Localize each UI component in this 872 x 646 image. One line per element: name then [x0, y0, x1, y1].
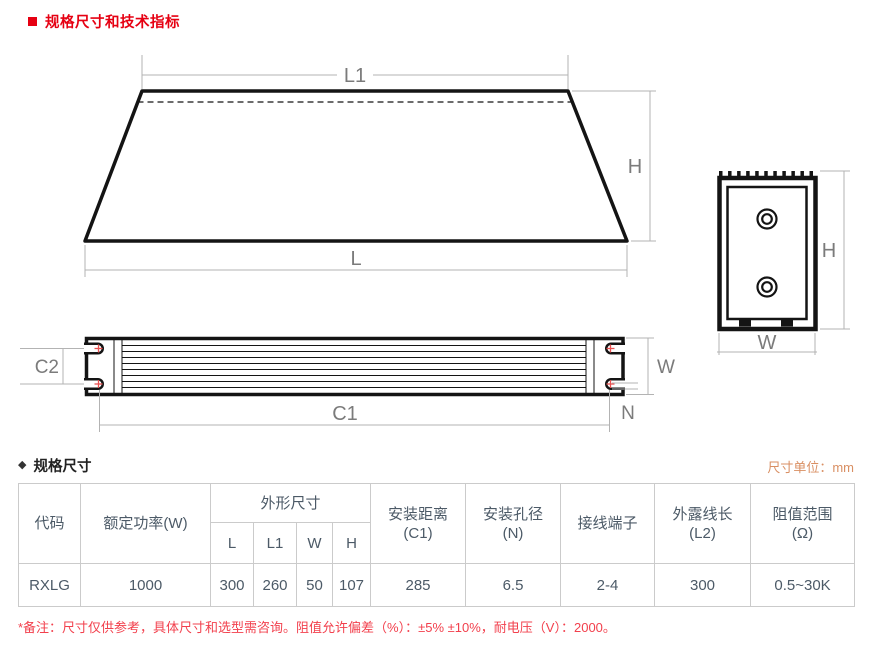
cell-n: 6.5 — [465, 563, 562, 607]
section-title-text: 规格尺寸 — [33, 459, 92, 475]
header-sub-h: H — [331, 522, 372, 564]
cell-h: 107 — [331, 563, 372, 607]
end-view-diagram: H W — [717, 170, 850, 355]
hole-center-marks — [94, 344, 615, 388]
top-view-c1-label: C1 — [332, 403, 358, 425]
front-view-h-label: H — [628, 156, 642, 178]
front-view-l-label: L — [350, 248, 361, 270]
end-view-w-label: W — [758, 332, 777, 354]
footnote: *备注：尺寸仅供参考，具体尺寸和选型需咨询。阻值允许偏差（%）：±5% ±10%… — [18, 620, 616, 635]
header-power: 额定功率(W) — [80, 483, 211, 564]
top-view-diagram: C2 W N C1 — [20, 336, 675, 432]
header-mount-distance: 安装距离 (C1) — [370, 483, 467, 564]
spec-table: 代码 额定功率(W) 外形尺寸 安装距离 (C1) 安装孔径 (N) 接线端子 … — [18, 483, 856, 607]
header-terminal: 接线端子 — [560, 483, 656, 564]
cell-code: RXLG — [18, 563, 81, 607]
unit-note: 尺寸单位：mm — [767, 460, 854, 475]
cell-l: 300 — [210, 563, 254, 607]
page-title-text: 规格尺寸和技术指标 — [45, 15, 180, 31]
dimension-diagrams: L1 H L H — [20, 55, 850, 432]
cell-terminal: 2-4 — [560, 563, 656, 607]
header-sub-l1: L1 — [253, 522, 297, 564]
top-view-w-label: W — [657, 357, 675, 378]
top-view-n-label: N — [621, 403, 635, 424]
cell-range: 0.5~30K — [750, 563, 856, 607]
header-sub-w: W — [296, 522, 333, 564]
header-outline-group: 外形尺寸 — [209, 483, 372, 523]
cell-l2: 300 — [654, 563, 752, 607]
top-view-c2-label: C2 — [35, 357, 59, 378]
header-resistance-range: 阻值范围 (Ω) — [750, 483, 856, 564]
cell-w: 50 — [296, 563, 333, 607]
end-view-h-label: H — [822, 240, 836, 262]
title-bullet-icon — [28, 17, 37, 26]
section-title: ◆ 规格尺寸 — [18, 455, 91, 476]
header-mount-hole: 安装孔径 (N) — [465, 483, 562, 564]
front-view-l1-label: L1 — [344, 65, 366, 87]
table-section-header: ◆ 规格尺寸 尺寸单位：mm — [18, 452, 854, 476]
table-row: RXLG 1000 300 260 50 107 285 6.5 2-4 300… — [18, 563, 856, 607]
header-wire-length: 外露线长 (L2) — [654, 483, 752, 564]
header-sub-l: L — [210, 522, 254, 564]
header-code: 代码 — [18, 483, 81, 564]
cell-l1: 260 — [253, 563, 297, 607]
front-view-diagram: L1 H L — [83, 55, 656, 277]
cell-power: 1000 — [80, 563, 211, 607]
diamond-bullet-icon: ◆ — [18, 459, 27, 471]
cell-c1: 285 — [370, 563, 467, 607]
page-title: 规格尺寸和技术指标 — [28, 11, 180, 32]
